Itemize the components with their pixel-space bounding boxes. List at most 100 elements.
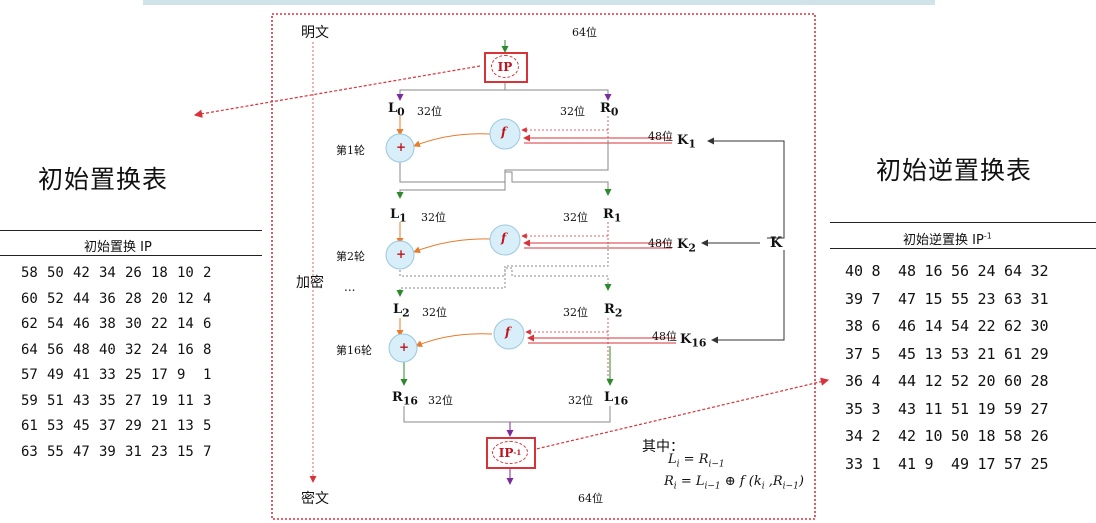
table-cell: 8 — [203, 341, 212, 358]
ellipsis-label: ... — [344, 280, 356, 294]
ip-inverse-box-highlight: IP-1 — [486, 437, 536, 469]
r0-label: R0 — [600, 101, 619, 119]
table-cell: 32 — [125, 341, 142, 358]
plaintext-label: 明文 — [301, 25, 329, 41]
ip-table-title: 初始置换表 — [38, 165, 169, 194]
table-cell: 45 — [73, 418, 90, 434]
round-label-2: 第2轮 — [336, 250, 365, 263]
xor-circle-2 — [385, 240, 415, 270]
table-cell: 52 — [47, 290, 64, 307]
r0-bits: 32位 — [560, 105, 585, 118]
table-cell: 18 — [151, 265, 168, 281]
table-cell: 56 — [47, 341, 64, 358]
table-cell: 3 — [871, 399, 881, 418]
table-cell: 58 — [21, 265, 38, 281]
k1-bits: 48位 — [648, 130, 673, 143]
table-cell: 38 — [99, 316, 116, 332]
table-cell: 4 — [203, 290, 212, 307]
r16-label: R16 — [392, 390, 418, 408]
table-cell: 54 — [951, 317, 970, 335]
table-cell: 34 — [99, 265, 116, 281]
ip-inverse-table-title: 初始逆置换表 — [876, 156, 1033, 185]
table-cell: 11 — [924, 399, 943, 418]
table-cell: 59 — [1004, 399, 1023, 418]
l1-bits: 32位 — [421, 211, 446, 224]
table-cell: 7 — [203, 443, 212, 460]
table-cell: 18 — [977, 427, 996, 445]
table-cell: 35 — [99, 392, 116, 409]
table-cell: 19 — [977, 399, 996, 418]
table-cell: 46 — [898, 317, 917, 335]
table-cell: 6 — [203, 316, 212, 332]
table-cell: 55 — [47, 443, 64, 460]
table-cell: 17 — [151, 367, 168, 383]
table-cell: 54 — [47, 316, 64, 332]
table-cell: 9 — [924, 454, 934, 473]
ip-table-header: 初始置换 IP — [84, 240, 152, 255]
f-label-16: f — [505, 325, 511, 339]
l16-bits: 32位 — [568, 394, 593, 407]
table-cell: 52 — [951, 372, 970, 390]
table-cell: 39 — [845, 289, 864, 308]
l16-label: L16 — [604, 390, 629, 408]
table-cell: 47 — [898, 289, 917, 308]
table-cell: 25 — [1030, 454, 1049, 473]
table-cell: 5 — [871, 344, 881, 363]
f-function-circle-16 — [493, 318, 525, 350]
table-cell: 1 — [203, 367, 212, 383]
r2-label: R2 — [604, 302, 623, 320]
table-cell: 55 — [951, 289, 970, 308]
table-cell: 31 — [125, 443, 142, 460]
table-cell: 61 — [1004, 344, 1023, 363]
table-cell: 11 — [177, 392, 194, 409]
table-cell: 15 — [177, 443, 194, 460]
table-cell: 23 — [151, 443, 168, 460]
bits-64-bottom-label: 64位 — [578, 492, 603, 505]
table-cell: 49 — [951, 454, 970, 473]
table-cell: 21 — [977, 344, 996, 363]
table-cell: 60 — [21, 290, 38, 307]
table-cell: 44 — [898, 372, 917, 390]
f-function-circle-2 — [489, 224, 521, 256]
l1-label: L1 — [390, 207, 407, 225]
f-label-1: f — [501, 125, 507, 139]
table-cell: 26 — [125, 265, 142, 281]
r2-bits: 32位 — [563, 306, 588, 319]
table-cell: 57 — [21, 367, 38, 383]
table-cell: 16 — [924, 262, 943, 280]
ciphertext-label: 密文 — [301, 491, 329, 507]
table-cell: 48 — [898, 262, 917, 280]
table-cell: 32 — [1030, 262, 1049, 280]
table-cell: 7 — [871, 289, 881, 308]
ip-inverse-node: IP-1 — [492, 441, 528, 464]
encrypt-label: 加密 — [296, 275, 324, 291]
table-cell: 16 — [177, 341, 194, 358]
table-cell: 58 — [1004, 427, 1023, 445]
ip-table-top-rule — [0, 230, 262, 231]
table-cell: 56 — [951, 262, 970, 280]
table-cell: 36 — [845, 372, 864, 390]
ip-inv-table-header-rule — [830, 248, 1096, 249]
top-banner-bar — [143, 0, 935, 5]
table-cell: 28 — [125, 290, 142, 307]
k2-label: K2 — [677, 237, 696, 255]
table-cell: 38 — [845, 317, 864, 335]
table-cell: 43 — [73, 392, 90, 409]
table-cell: 4 — [871, 372, 881, 390]
table-cell: 53 — [951, 344, 970, 363]
formula-left: Li = Ri−1 — [668, 452, 725, 470]
table-cell: 51 — [951, 399, 970, 418]
table-cell: 22 — [977, 317, 996, 335]
table-cell: 36 — [99, 290, 116, 307]
k16-bits: 48位 — [652, 330, 677, 343]
